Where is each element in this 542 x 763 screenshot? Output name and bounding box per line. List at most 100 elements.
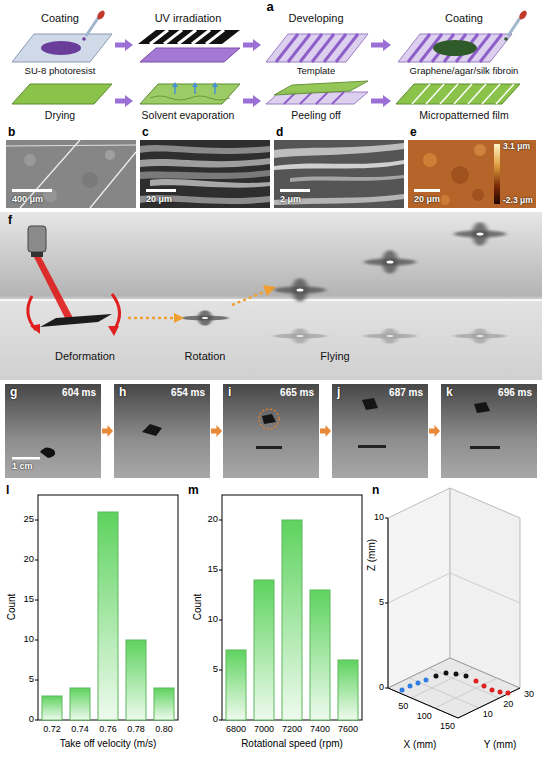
trajectory-plot (450, 573, 520, 603)
video-frames (470, 446, 500, 449)
process-illustration (172, 82, 178, 87)
material-label: Template (297, 66, 336, 77)
process-illustration (396, 84, 520, 104)
figure-label: 10 (23, 634, 34, 645)
timestamp: 696 ms (498, 387, 532, 399)
figure-label: 0.80 (155, 724, 173, 734)
sem-image (150, 179, 270, 188)
sem-image (274, 140, 404, 208)
step-arrow (320, 425, 331, 437)
video-frames (259, 409, 279, 429)
process-step: Peeling off (262, 80, 370, 122)
panel-letter: g (10, 386, 17, 400)
figure-label: 7400 (310, 724, 330, 734)
video-frames (142, 424, 162, 436)
trajectory-plot (385, 488, 520, 718)
timestamp: 665 ms (280, 387, 314, 399)
axis-title: Count (192, 594, 204, 621)
figure-label: 1 cm (12, 461, 33, 471)
sem-image (105, 150, 115, 160)
flight-illustration (182, 310, 229, 326)
step-arrow (102, 425, 113, 437)
sem-image (474, 144, 486, 156)
bar-chart (35, 560, 38, 561)
sem-image (451, 166, 469, 184)
step-arrow (115, 95, 133, 107)
figure-label: 10 (207, 614, 218, 625)
bar-chart (222, 495, 362, 720)
step-label: Coating (41, 12, 79, 25)
trajectory-plot (454, 672, 459, 677)
step-arrow (429, 425, 440, 437)
trajectory-plot (482, 684, 487, 689)
process-illustration (398, 34, 512, 62)
video-frames (441, 384, 537, 478)
process-illustration (412, 84, 430, 104)
process-illustration (426, 84, 444, 104)
figure-label: 2 μm (280, 194, 301, 204)
process-step: Drying (6, 80, 114, 122)
bar-chart (282, 520, 302, 720)
process-illustration (480, 34, 502, 62)
video-frames (114, 384, 210, 478)
video-frames (12, 457, 40, 460)
step-label: Drying (45, 109, 75, 121)
flight-illustration (0, 299, 542, 301)
sem-image (6, 145, 136, 146)
timestamp: 687 ms (389, 387, 423, 399)
axis-title: Count (6, 594, 18, 621)
figure-label: 0.76 (99, 724, 117, 734)
step-arrow (243, 95, 261, 107)
trajectory-plot (429, 668, 499, 698)
figure-label: 0 (213, 714, 218, 725)
timestamp: 604 ms (62, 387, 96, 399)
process-illustration (212, 82, 218, 87)
figure-label: 20 (207, 514, 218, 525)
panel-letter: b (8, 126, 15, 140)
process-illustration (206, 30, 224, 44)
figure-label: 7600 (338, 724, 358, 734)
flight-illustration (112, 294, 120, 330)
timestamp: 654 ms (171, 387, 205, 399)
process-illustration (12, 9, 528, 104)
process-illustration (332, 92, 344, 104)
step-arrow (115, 39, 133, 51)
process-illustration (214, 86, 216, 94)
video-frames (474, 402, 490, 413)
figure-label: 20 μm (146, 194, 172, 204)
figure-label: Flying (320, 350, 349, 363)
bar-chart (35, 640, 38, 641)
panel-letter: l (6, 484, 9, 498)
trajectory-plot (388, 488, 450, 688)
process-illustration (316, 92, 328, 104)
sem-image (12, 189, 52, 192)
figure-label: 5 (213, 664, 218, 675)
process-illustration (96, 9, 107, 21)
bar-chart (219, 620, 222, 621)
sem-image (414, 189, 440, 192)
bar-chart (35, 600, 38, 601)
process-illustration (518, 9, 529, 21)
sem-image (440, 195, 450, 205)
bar-chart (70, 688, 90, 720)
sem-image (140, 145, 270, 154)
trajectory-plot (385, 688, 388, 689)
flight-illustration (174, 313, 184, 323)
flight-illustration (274, 328, 326, 344)
trajectory-plot (424, 678, 429, 683)
video-frames (362, 398, 378, 410)
step-arrow (371, 95, 391, 107)
process-illustration (82, 37, 86, 41)
figure-label: 3.1 μm (503, 142, 530, 152)
trajectory-plot (464, 674, 469, 679)
flight-illustration (28, 296, 36, 330)
figure-label: Rotation (185, 350, 226, 363)
step-label: Micropatterned film (419, 109, 508, 121)
bar-chart (38, 495, 178, 720)
bar-chart (219, 520, 222, 521)
figure-label: 7200 (282, 724, 302, 734)
step-label: UV irradiation (155, 12, 222, 25)
sem-image (280, 189, 310, 192)
figure-label: 400 μm (12, 194, 43, 204)
process-illustration (274, 81, 368, 95)
